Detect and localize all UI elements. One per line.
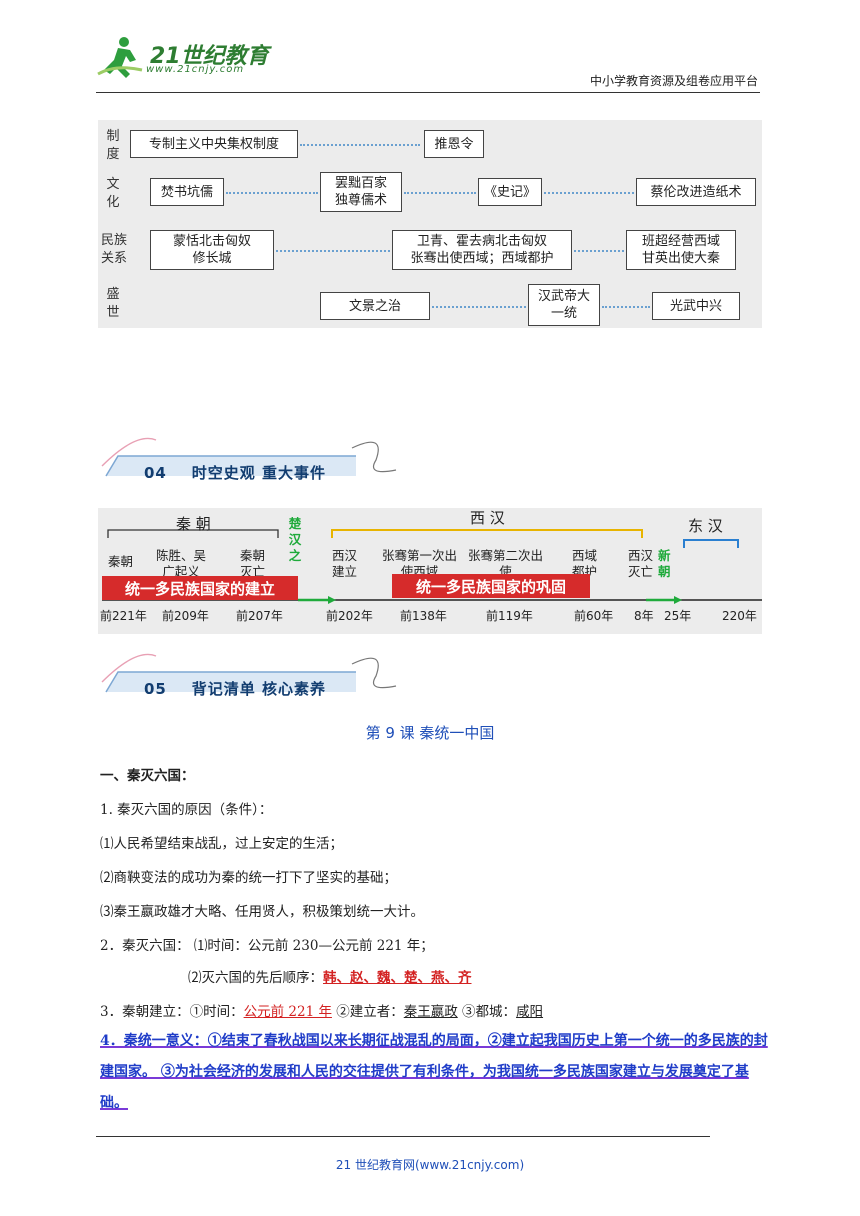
paragraph-qin-founding: 3．秦朝建立：①时间：公元前 221 年 ②建立者：秦王嬴政 ③都城：咸阳 xyxy=(100,1004,544,1020)
connector xyxy=(574,250,624,252)
paragraph: ⑵商鞅变法的成功为秦的统一打下了坚实的基础； xyxy=(100,870,397,886)
event-xihan-jianli: 西汉建立 xyxy=(332,548,358,579)
event-qin-jianli: 秦朝 xyxy=(108,554,134,569)
box-fenshu: 焚书坑儒 xyxy=(150,178,224,206)
connector xyxy=(432,306,526,308)
connector xyxy=(544,192,634,194)
row-label-culture: 文化 xyxy=(106,177,120,210)
timeline-brackets-icon xyxy=(102,529,762,604)
section-title: 背记清单 核心素养 xyxy=(191,680,326,698)
logo xyxy=(96,34,266,82)
box-tuienling: 推恩令 xyxy=(424,130,484,158)
paragraph-order: ⑵灭六国的先后顺序：韩、赵、魏、楚、燕、齐 xyxy=(188,970,472,986)
institution-culture-diagram: 制度 文化 民族关系 盛世 专制主义中央集权制度 推恩令 焚书坑儒 罢黜百家独尊… xyxy=(98,120,762,328)
box-wenjing: 文景之治 xyxy=(320,292,430,320)
chuhan-label: 楚汉之 xyxy=(288,516,302,563)
banner-ribbon-icon xyxy=(101,437,397,477)
year-label: 前209年 xyxy=(162,609,209,623)
banner-ribbon-icon xyxy=(101,653,397,693)
row-label-ethnic: 民族关系 xyxy=(100,233,127,266)
footer-text: 21 世纪教育网(www.21cnjy.com) xyxy=(335,1158,525,1172)
header-divider xyxy=(96,92,760,93)
section-04-banner: 04 时空史观 重大事件 xyxy=(101,437,397,490)
year-label: 25年 xyxy=(664,609,692,623)
event-qin-mie: 秦朝灭亡 xyxy=(240,548,266,579)
connector xyxy=(226,192,318,194)
connector xyxy=(276,250,390,252)
event-chensheng: 陈胜、吴广起义 xyxy=(156,548,207,579)
section-05-banner: 05 背记清单 核心素养 xyxy=(101,653,397,706)
timeline: 秦 朝 西 汉 东 汉 楚汉之 秦朝 陈胜、吴广起义 秦朝灭亡 西汉建立 张骞第… xyxy=(98,508,762,634)
box-rujia: 罢黜百家独尊儒术 xyxy=(320,172,402,212)
platform-name: 中小学教育资源及组卷应用平台 xyxy=(589,74,758,88)
paragraph: 1. 秦灭六国的原因（条件）： xyxy=(100,802,273,818)
qin-label: 秦 朝 xyxy=(176,515,211,533)
box-shiji: 《史记》 xyxy=(478,178,542,206)
year-label: 220年 xyxy=(722,609,757,623)
year-label: 前202年 xyxy=(326,609,373,623)
section-title: 时空史观 重大事件 xyxy=(191,464,326,482)
box-weiqing: 卫青、霍去病北击匈奴张骞出使西域；西域都护 xyxy=(392,230,572,270)
paragraph: ⑶秦王嬴政雄才大略、任用贤人，积极策划统一大计。 xyxy=(100,904,424,920)
connector xyxy=(300,144,420,146)
box-hanwudi: 汉武帝大一统 xyxy=(528,284,600,326)
paragraph: ⑴人民希望结束战乱，过上安定的生活； xyxy=(100,836,343,852)
box-centralization: 专制主义中央集权制度 xyxy=(130,130,298,158)
xihan-label: 西 汉 xyxy=(470,509,505,527)
row-label-prosperity: 盛世 xyxy=(106,287,120,320)
connector xyxy=(602,306,650,308)
band-consolidation: 统一多民族国家的巩固 xyxy=(392,574,590,598)
event-xin-chao: 新朝 xyxy=(658,548,671,579)
year-label: 前221年 xyxy=(100,609,147,623)
heading-qin-mie-liuguo: 一、秦灭六国： xyxy=(100,768,195,784)
section-number: 04 xyxy=(144,464,167,482)
year-label: 前207年 xyxy=(236,609,283,623)
footer-divider xyxy=(96,1136,710,1137)
band-establishment: 统一多民族国家的建立 xyxy=(102,576,298,600)
year-label: 8年 xyxy=(634,609,654,623)
year-label: 前138年 xyxy=(400,609,447,623)
year-label: 前119年 xyxy=(486,609,533,623)
box-cailun: 蔡伦改进造纸术 xyxy=(636,178,756,206)
box-mengtian: 蒙恬北击匈奴修长城 xyxy=(150,230,274,270)
logo-title: 21世纪教育 xyxy=(150,44,269,69)
donghan-label: 东 汉 xyxy=(688,517,723,535)
connector xyxy=(404,192,476,194)
event-xihan-mie: 西汉灭亡 xyxy=(628,548,654,579)
section-number: 05 xyxy=(144,680,167,698)
row-label-system: 制度 xyxy=(106,129,120,162)
highlight-order: 韩、赵、魏、楚、燕、齐 xyxy=(323,970,472,986)
lesson-title: 第 9 课 秦统一中国 xyxy=(365,724,495,742)
box-banchao: 班超经营西域甘英出使大秦 xyxy=(626,230,736,270)
runner-logo-icon xyxy=(97,37,143,78)
paragraph: 2．秦灭六国： ⑴时间：公元前 230—公元前 221 年； xyxy=(100,938,434,954)
significance-paragraph: 4．秦统一意义：①结束了春秋战国以来长期征战混乱的局面，②建立起我国历史上第一个… xyxy=(100,1033,768,1111)
year-label: 前60年 xyxy=(574,609,614,623)
highlight-year: 公元前 221 年 xyxy=(243,1004,332,1020)
box-guangwu: 光武中兴 xyxy=(652,292,740,320)
logo-url: www.21cnjy.com xyxy=(146,64,245,75)
